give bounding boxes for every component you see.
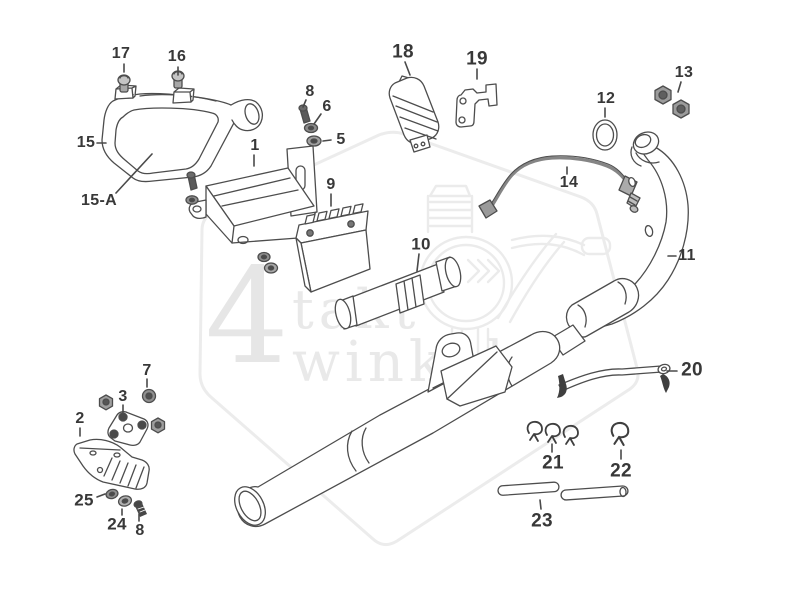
part-label-19: 19 bbox=[466, 48, 488, 70]
washer-25 bbox=[105, 488, 119, 500]
battery bbox=[295, 203, 371, 293]
part-label-11: 11 bbox=[678, 247, 696, 264]
nut-7 bbox=[141, 388, 157, 404]
air-filter-top-boss-right bbox=[172, 87, 195, 104]
bolt-8-bottom bbox=[133, 500, 147, 517]
part-label-14: 14 bbox=[559, 174, 579, 191]
rod-left-clip bbox=[557, 374, 567, 398]
part-label-25: 25 bbox=[74, 490, 94, 510]
o-ring bbox=[592, 119, 618, 151]
pipe-inlet-flange bbox=[630, 131, 660, 167]
rod-eye bbox=[657, 363, 671, 375]
muffler-hanger-bracket bbox=[427, 332, 476, 393]
trim-strip bbox=[497, 481, 629, 501]
part-label-10: 10 bbox=[411, 234, 431, 254]
bracket-hardware bbox=[185, 171, 199, 205]
loose-nuts bbox=[257, 251, 279, 274]
air-filter-snout bbox=[230, 98, 263, 132]
part-label-24: 24 bbox=[107, 514, 127, 534]
part-label-5: 5 bbox=[336, 131, 346, 148]
part-label-21: 21 bbox=[542, 452, 564, 474]
hex-nut-right bbox=[150, 417, 166, 434]
cdi-unit bbox=[388, 75, 440, 153]
battery-terminals bbox=[304, 203, 364, 237]
leader-lines bbox=[79, 61, 682, 522]
washer-6 bbox=[303, 122, 319, 134]
connecting-tube bbox=[334, 256, 462, 330]
part-label-8-bottom: 8 bbox=[135, 522, 145, 539]
bolt-8-top bbox=[298, 104, 311, 124]
flange-nuts bbox=[654, 85, 690, 119]
part-label-3: 3 bbox=[118, 388, 128, 405]
part-label-22: 22 bbox=[610, 460, 632, 482]
part-label-9: 9 bbox=[326, 176, 336, 193]
heel-guard bbox=[73, 438, 150, 490]
oxygen-sensor bbox=[478, 155, 641, 219]
part-label-2: 2 bbox=[75, 410, 85, 427]
screw-16 bbox=[171, 70, 185, 89]
hex-nut-left bbox=[98, 394, 114, 411]
air-filter-cover bbox=[114, 107, 219, 175]
clip bbox=[562, 424, 579, 446]
triangle-bracket bbox=[107, 410, 149, 447]
nut-5 bbox=[306, 135, 322, 147]
part-label-16: 16 bbox=[167, 48, 187, 65]
muffler-heat-shield bbox=[440, 345, 513, 407]
part-label-15a: 15-A bbox=[81, 192, 117, 209]
muffler-seam-front bbox=[346, 427, 370, 472]
clip-22 bbox=[610, 421, 630, 447]
part-label-17: 17 bbox=[111, 45, 131, 62]
part-label-23: 23 bbox=[531, 510, 553, 532]
watermark-digit: 4 bbox=[205, 240, 289, 394]
part-label-20: 20 bbox=[681, 359, 703, 381]
part-label-13: 13 bbox=[674, 64, 694, 81]
muffler-outlet-rim bbox=[234, 486, 266, 526]
clip bbox=[544, 422, 561, 444]
part-label-7: 7 bbox=[142, 362, 152, 379]
part-label-8-top: 8 bbox=[305, 83, 315, 100]
rod-right-clip bbox=[660, 374, 670, 393]
air-filter-box bbox=[101, 84, 263, 183]
part-label-12: 12 bbox=[596, 90, 616, 107]
washer-24 bbox=[117, 495, 133, 507]
spring-clips bbox=[526, 420, 630, 447]
pipe-weld-tab bbox=[644, 224, 654, 238]
muffler-outlet-opening bbox=[238, 490, 262, 522]
part-label-1: 1 bbox=[250, 137, 260, 154]
cdi-bracket bbox=[455, 83, 498, 128]
stay-rod bbox=[557, 363, 671, 398]
clip bbox=[526, 420, 543, 442]
part-label-6: 6 bbox=[322, 98, 332, 115]
sensor-connector bbox=[478, 199, 498, 219]
battery-bracket bbox=[185, 145, 318, 274]
mount-plate-group bbox=[73, 388, 166, 517]
part-label-15: 15 bbox=[76, 134, 96, 151]
screw-17 bbox=[117, 74, 131, 93]
part-label-18: 18 bbox=[392, 41, 414, 63]
